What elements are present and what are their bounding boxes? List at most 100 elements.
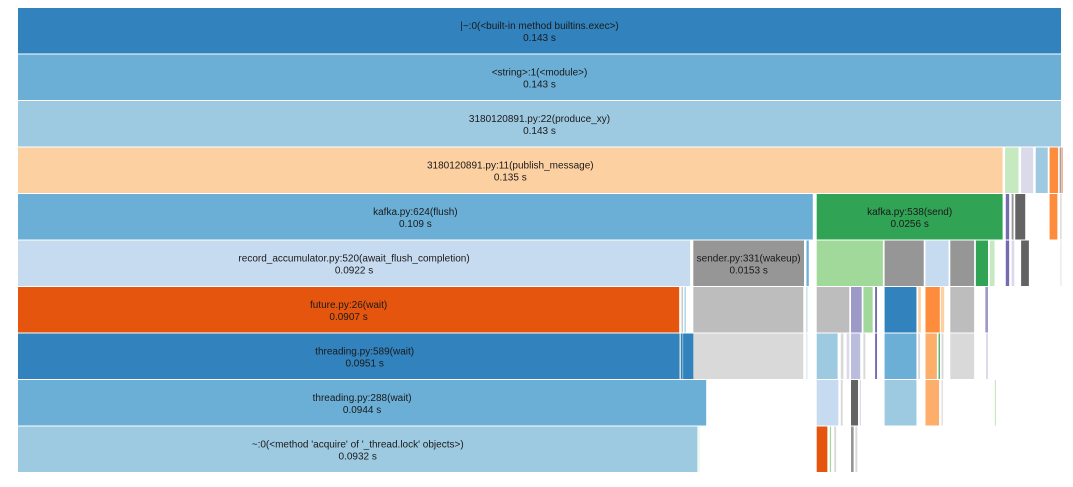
frame-rect[interactable] bbox=[816, 380, 839, 426]
frame-rect[interactable] bbox=[18, 54, 1061, 101]
frame-depth7-11[interactable] bbox=[884, 333, 917, 380]
frame-depth6-8[interactable] bbox=[875, 287, 878, 333]
frame-depth5-4[interactable] bbox=[884, 240, 924, 287]
frame-string-1-module[interactable]: <string>:1(<module>)0.143 s bbox=[18, 54, 1061, 101]
frame-rect[interactable] bbox=[1015, 194, 1026, 240]
frame-rect[interactable] bbox=[816, 240, 883, 287]
frame-depth7-1[interactable] bbox=[679, 333, 681, 380]
frame-rect[interactable] bbox=[1011, 194, 1014, 240]
frame-rect[interactable] bbox=[816, 287, 850, 333]
frame-rect[interactable] bbox=[1061, 147, 1063, 194]
frame-rect[interactable] bbox=[1049, 147, 1059, 194]
frame-rect[interactable] bbox=[1049, 194, 1058, 240]
frame-depth9-3[interactable] bbox=[829, 426, 832, 473]
frame-rect[interactable] bbox=[1005, 194, 1010, 240]
frame-rect[interactable] bbox=[884, 380, 917, 426]
frame-rect[interactable] bbox=[682, 333, 684, 380]
frame-rect[interactable] bbox=[925, 333, 937, 380]
frame-rect[interactable] bbox=[938, 333, 940, 380]
frame-depth6-1[interactable] bbox=[681, 287, 683, 333]
frame-rect[interactable] bbox=[925, 240, 949, 287]
frame-rect[interactable] bbox=[18, 426, 698, 473]
frame-rect[interactable] bbox=[840, 333, 844, 380]
frame-rect[interactable] bbox=[1005, 147, 1019, 194]
frame-depth7-12[interactable] bbox=[918, 333, 921, 380]
frame-rect[interactable] bbox=[918, 287, 921, 333]
frame-depth8-7[interactable] bbox=[941, 380, 943, 426]
frame-rect[interactable] bbox=[806, 240, 809, 287]
frame-depth7-8[interactable] bbox=[851, 333, 861, 380]
frame-depth3-6[interactable] bbox=[1061, 147, 1063, 194]
frame-rect[interactable] bbox=[816, 333, 838, 380]
frame-depth4-2[interactable] bbox=[1005, 194, 1010, 240]
frame-rect[interactable] bbox=[918, 333, 921, 380]
frame-depth7-4[interactable] bbox=[806, 333, 808, 380]
frame-rect[interactable] bbox=[1060, 194, 1062, 240]
frame-depth7-16[interactable] bbox=[950, 333, 975, 380]
frame-rect[interactable] bbox=[693, 333, 804, 380]
frame-3180120891-py-11-publish-message[interactable]: 3180120891.py:11(publish_message)0.135 s bbox=[18, 147, 1003, 194]
frame-rect[interactable] bbox=[985, 287, 988, 333]
frame-depth7-14[interactable] bbox=[938, 333, 940, 380]
frame-depth6-7[interactable] bbox=[863, 287, 873, 333]
frame-rect[interactable] bbox=[1060, 240, 1062, 287]
frame-rect[interactable] bbox=[989, 240, 995, 287]
frame-depth8-2[interactable] bbox=[840, 380, 843, 426]
frame-rect[interactable] bbox=[18, 101, 1061, 147]
frame-depth7-17[interactable] bbox=[986, 333, 988, 380]
frame-rect[interactable] bbox=[816, 426, 828, 473]
frame-depth7-3[interactable] bbox=[693, 333, 804, 380]
frame-0-built-in-method-builtins-exec[interactable]: |~:0(<built-in method builtins.exec>)0.1… bbox=[18, 8, 1061, 54]
frame-depth6-4[interactable] bbox=[806, 287, 808, 333]
frame-depth6-6[interactable] bbox=[851, 287, 862, 333]
frame-depth4-6[interactable] bbox=[1060, 194, 1062, 240]
frame-0-method-acquire-of-thread-lock-objects[interactable]: ~:0(<method 'acquire' of '_thread.lock' … bbox=[18, 426, 698, 473]
frame-depth6-5[interactable] bbox=[816, 287, 850, 333]
frame-rect[interactable] bbox=[859, 380, 861, 426]
frame-kafka-py-538-send[interactable]: kafka.py:538(send)0.0256 s bbox=[816, 194, 1003, 240]
frame-depth7-2[interactable] bbox=[682, 333, 684, 380]
frame-rect[interactable] bbox=[941, 333, 944, 380]
frame-rect[interactable] bbox=[840, 380, 843, 426]
frame-depth3-2[interactable] bbox=[1021, 147, 1034, 194]
frame-depth9-6[interactable] bbox=[855, 426, 858, 473]
frame-depth6-3[interactable] bbox=[693, 287, 804, 333]
frame-rect[interactable] bbox=[1021, 240, 1029, 287]
frame-depth6-13[interactable] bbox=[950, 287, 975, 333]
frame-rect[interactable] bbox=[950, 240, 975, 287]
frame-future-py-26-wait[interactable]: future.py:26(wait)0.0907 s bbox=[18, 287, 680, 333]
frame-depth5-12[interactable] bbox=[1060, 240, 1062, 287]
frame-depth4-3[interactable] bbox=[1011, 194, 1014, 240]
frame-rect[interactable] bbox=[884, 333, 917, 380]
frame-rect[interactable] bbox=[18, 194, 813, 240]
frame-rect[interactable] bbox=[693, 240, 805, 287]
frame-sender-py-331-wakeup[interactable]: sender.py:331(wakeup)0.0153 s bbox=[693, 240, 805, 287]
frame-depth9-2[interactable] bbox=[816, 426, 828, 473]
frame-depth3-5[interactable] bbox=[1059, 147, 1061, 194]
frame-depth7-15[interactable] bbox=[941, 333, 944, 380]
frame-rect[interactable] bbox=[1059, 147, 1061, 194]
frame-rect[interactable] bbox=[681, 287, 683, 333]
frame-depth5-8[interactable] bbox=[989, 240, 995, 287]
frame-rect[interactable] bbox=[18, 240, 691, 287]
frame-depth8-5[interactable] bbox=[884, 380, 917, 426]
frame-depth5-11[interactable] bbox=[1021, 240, 1029, 287]
frame-rect[interactable] bbox=[884, 240, 924, 287]
frame-rect[interactable] bbox=[18, 380, 707, 426]
frame-rect[interactable] bbox=[925, 380, 940, 426]
frame-depth6-11[interactable] bbox=[925, 287, 940, 333]
frame-threading-py-589-wait[interactable]: threading.py:589(wait)0.0951 s bbox=[18, 333, 712, 380]
frame-rect[interactable] bbox=[950, 333, 975, 380]
frame-rect[interactable] bbox=[994, 380, 997, 426]
frame-threading-py-288-wait[interactable]: threading.py:288(wait)0.0944 s bbox=[18, 380, 707, 426]
frame-rect[interactable] bbox=[875, 287, 878, 333]
frame-depth7-5[interactable] bbox=[816, 333, 838, 380]
frame-rect[interactable] bbox=[925, 287, 940, 333]
frame-depth5-2[interactable] bbox=[806, 240, 809, 287]
frame-rect[interactable] bbox=[1035, 147, 1048, 194]
frame-depth7-9[interactable] bbox=[863, 333, 866, 380]
frame-depth5-7[interactable] bbox=[975, 240, 988, 287]
frame-depth8-6[interactable] bbox=[925, 380, 940, 426]
frame-rect[interactable] bbox=[1011, 240, 1015, 287]
frame-rect[interactable] bbox=[986, 333, 988, 380]
